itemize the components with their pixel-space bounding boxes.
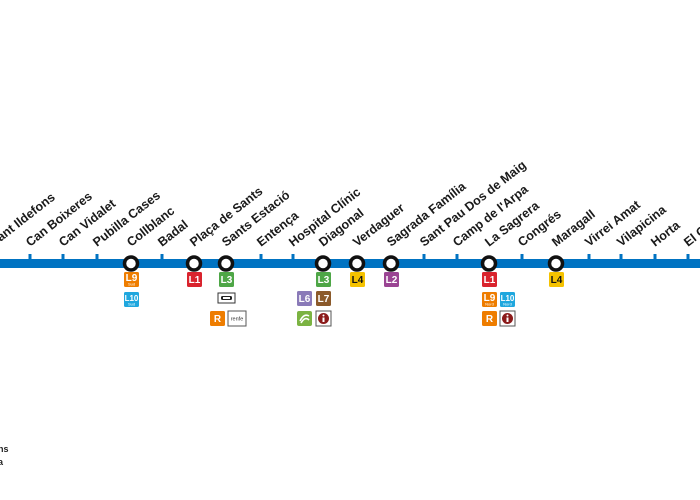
line-badge-r-sants-estacio[interactable]: R	[210, 311, 225, 326]
station-tick-congres	[520, 254, 524, 259]
station-tick-horta	[653, 254, 657, 259]
interchange-node-collblanc[interactable]	[122, 255, 140, 272]
line-badge-label: L1	[484, 275, 496, 286]
line-badge-label: R	[214, 314, 222, 325]
station-tick-entenca	[259, 254, 263, 259]
line-badge-l2-sagrada-familia[interactable]: L2	[384, 272, 399, 287]
station-tick-vilapicina	[619, 254, 623, 259]
line-badge-r-la-sagrera[interactable]: R	[482, 311, 497, 326]
station-tick-camp-de-l-arpa	[455, 254, 459, 259]
line-badge-sublabel: Sud	[128, 302, 135, 307]
station-tick-virrei-amat	[587, 254, 591, 259]
line-badge-sublabel: Nord	[503, 302, 512, 307]
line-badge-label: L9	[126, 273, 138, 284]
station-tick-el-carmel	[686, 254, 690, 259]
info-icon-diagonal[interactable]	[315, 310, 332, 327]
line-badge-label: L3	[318, 275, 330, 286]
station-tick-hospital-clinic	[291, 254, 295, 259]
station-label-el-carmel[interactable]: El Carmel	[681, 203, 700, 250]
line-badge-l1-placa-de-sants[interactable]: L1	[187, 272, 202, 287]
line-badge-label: L9	[484, 293, 496, 304]
line-badge-l7-diagonal[interactable]: L7	[316, 291, 331, 306]
line-badge-l3-diagonal[interactable]: L3	[316, 272, 331, 287]
interchange-nodes	[122, 255, 565, 272]
renfe-text: renfe	[231, 317, 244, 323]
station-tick-badal	[160, 254, 164, 259]
bus-icon-sants-estacio[interactable]	[217, 292, 236, 304]
station-tick-sant-pau-dos-de-maig	[422, 254, 426, 259]
station-tick-can-boixeres	[28, 254, 32, 259]
line-badge-label: L10	[501, 294, 515, 303]
line-badge-label: L2	[386, 275, 398, 286]
line-badge-label: L10	[125, 294, 139, 303]
interchange-node-la-sagrera[interactable]	[480, 255, 498, 272]
fgc-logo-diagonal[interactable]	[297, 311, 312, 326]
interchange-node-maragall[interactable]	[547, 255, 565, 272]
line-badge-label: L4	[352, 275, 364, 286]
line-badge-sublabel: Nord	[485, 302, 494, 307]
station-tick-can-vidalet	[61, 254, 65, 259]
footer-text-1: ns	[0, 444, 9, 454]
info-icon-la-sagrera[interactable]	[499, 310, 516, 327]
line-badge-sublabel: Sud	[128, 282, 135, 287]
line-badge-l4-maragall[interactable]: L4	[549, 272, 564, 287]
renfe-logo-sants-estacio[interactable]: renfe	[227, 310, 247, 327]
interchange-node-verdaguer[interactable]	[348, 255, 366, 272]
line-badge-l3-sants-estacio[interactable]: L3	[219, 272, 234, 287]
line-badge-label: R	[486, 314, 494, 325]
line-badge-label: L1	[189, 275, 201, 286]
line-badge-l4-verdaguer[interactable]: L4	[350, 272, 365, 287]
interchange-node-diagonal[interactable]	[314, 255, 332, 272]
station-ticks	[28, 254, 690, 259]
line-badge-label: L6	[299, 294, 311, 305]
station-tick-pubilla-cases	[95, 254, 99, 259]
interchange-node-placa-de-sants[interactable]	[185, 255, 203, 272]
interchange-node-sants-estacio[interactable]	[217, 255, 235, 272]
line-badge-label: L3	[221, 275, 233, 286]
footer-text-2: a	[0, 457, 4, 467]
interchange-node-sagrada-familia[interactable]	[382, 255, 400, 272]
line-badge-label: L4	[551, 275, 563, 286]
line-badge-l6-diagonal[interactable]: L6	[297, 291, 312, 306]
line-badge-label: L7	[318, 294, 330, 305]
line-badge-l1-la-sagrera[interactable]: L1	[482, 272, 497, 287]
